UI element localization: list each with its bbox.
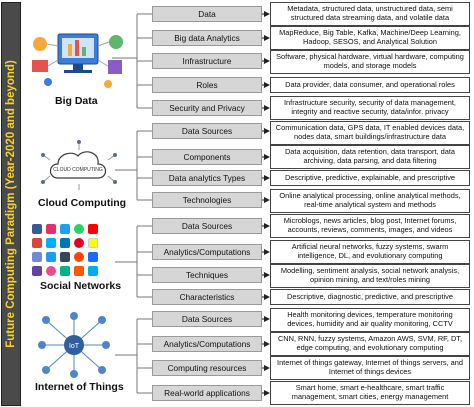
- youtube-icon: [88, 224, 98, 234]
- twitter-icon: [60, 224, 70, 234]
- reddit-icon: [74, 252, 84, 262]
- cloud-category-technologies: Technologies: [152, 192, 262, 208]
- bigdata-desc-roles: Data provider, data consumer, and operat…: [270, 77, 470, 93]
- social-icons-grid: [30, 222, 106, 280]
- bigdata-category-infrastructure: Infrastructure: [152, 53, 262, 69]
- social-category-characteristics: Characteristics: [152, 289, 262, 305]
- pinterest-icon: [74, 238, 84, 248]
- snapchat-icon: [88, 238, 98, 248]
- cloud-desc-technologies: Online analytical processing, online ana…: [270, 189, 470, 213]
- group-title-bigdata: Big Data: [55, 95, 98, 107]
- bigdata-category-analytics: Big data Analytics: [152, 30, 262, 46]
- dribbble-icon: [46, 266, 56, 276]
- cloud-category-datasources: Data Sources: [152, 123, 262, 139]
- behance-icon: [88, 252, 98, 262]
- social-desc-techniques: Modelling, sentiment analysis, social ne…: [270, 264, 470, 288]
- svg-text:IoT: IoT: [69, 343, 80, 350]
- cloud-desc-datasources: Communication data, GPS data, IT enabled…: [270, 121, 470, 145]
- bigdata-desc-analytics: MapReduce, Big Table, Kafka, Machine/Dee…: [270, 26, 470, 50]
- instagram-icon: [46, 224, 56, 234]
- bigdata-desc-security: Infrastructure security, security of dat…: [270, 96, 470, 120]
- bigdata-illustration-icon: [32, 33, 123, 88]
- iot-desc-computing-resources: Internet of things gateway, Internet of …: [270, 356, 470, 380]
- cloud-computing-icon: CLOUD COMPUTING: [41, 140, 117, 190]
- cloud-icon-text: CLOUD COMPUTING: [53, 167, 103, 173]
- iot-category-computing-resources: Computing resources: [152, 360, 262, 376]
- social-desc-characteristics: Descriptive, diagnostic, predictive, and…: [270, 289, 470, 305]
- cloud-desc-components: Data acquisition, data retention, data t…: [270, 145, 470, 169]
- group-title-cloud: Cloud Computing: [38, 197, 127, 209]
- social-desc-analytics: Artificial neural networks, fuzzy system…: [270, 240, 470, 264]
- iot-category-datasources: Data Sources: [152, 311, 262, 327]
- social-category-analytics: Analytics/Computations: [152, 244, 262, 260]
- group-title-social: Social Networks: [40, 280, 122, 292]
- vimeo-icon: [88, 266, 98, 276]
- vine-icon: [60, 266, 70, 276]
- telegram-icon: [46, 252, 56, 262]
- iot-illustration-icon: IoT: [38, 312, 110, 378]
- twitch-icon: [32, 266, 42, 276]
- group-title-iot: Internet of Things: [35, 381, 124, 393]
- discord-icon: [32, 252, 42, 262]
- linkedin-icon: [60, 238, 70, 248]
- tumblr-icon: [60, 252, 70, 262]
- side-label-bar: Future Computing Paradigm (Year-2020 and…: [1, 2, 21, 406]
- bigdata-category-data: Data: [152, 6, 262, 22]
- bigdata-category-roles: Roles: [152, 77, 262, 93]
- google-icon: [32, 238, 42, 248]
- cloud-category-analytics-types: Data analytics Types: [152, 170, 262, 186]
- social-category-datasources: Data Sources: [152, 218, 262, 234]
- cloud-category-components: Components: [152, 149, 262, 165]
- whatsapp-icon: [74, 224, 84, 234]
- cloud-desc-analytics-types: Descriptive, predictive, explainable, an…: [270, 170, 470, 186]
- skype-icon: [46, 238, 56, 248]
- iot-desc-applications: Smart home, smart e-healthcare, smart tr…: [270, 381, 470, 405]
- iot-category-applications: Real-world applications: [152, 385, 262, 401]
- facebook-icon: [32, 224, 42, 234]
- bigdata-desc-infrastructure: Software, physical hardware, virtual har…: [270, 50, 470, 74]
- social-desc-datasources: Microblogs, news articles, blog post, In…: [270, 214, 470, 238]
- bigdata-desc-data: Metadata, structured data, unstructured …: [270, 2, 470, 26]
- iot-desc-analytics: CNN, RNN, fuzzy systems, Amazon AWS, SVM…: [270, 332, 470, 356]
- rss-icon: [74, 266, 84, 276]
- bigdata-category-security: Security and Privacy: [152, 100, 262, 116]
- social-category-techniques: Techniques: [152, 267, 262, 283]
- iot-category-analytics: Analytics/Computations: [152, 336, 262, 352]
- iot-desc-datasources: Health monitoring devices, temperature m…: [270, 308, 470, 332]
